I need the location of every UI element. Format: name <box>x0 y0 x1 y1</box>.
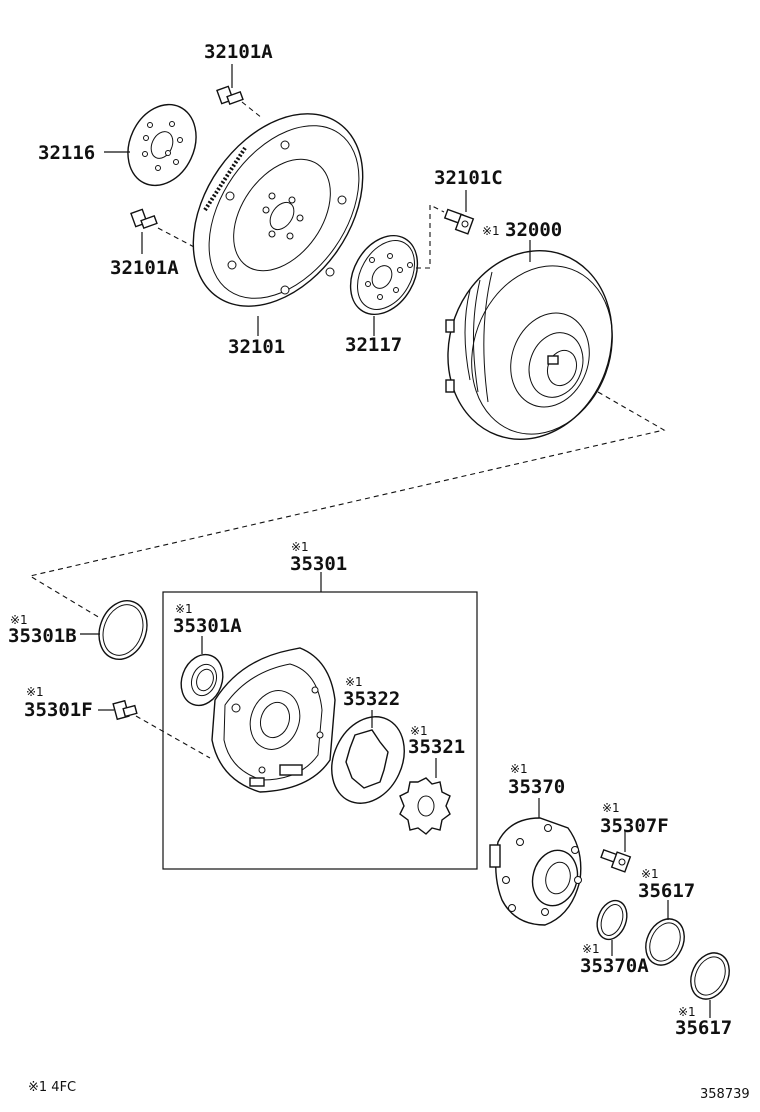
bolt-35307F[interactable] <box>600 848 632 873</box>
label-35301[interactable]: 35301 <box>290 553 347 575</box>
label-32117[interactable]: 32117 <box>345 334 402 356</box>
label-35307F[interactable]: 35307F <box>600 815 669 837</box>
plate-32117[interactable] <box>337 224 431 327</box>
label-35321[interactable]: 35321 <box>408 736 465 758</box>
label-32101[interactable]: 32101 <box>228 336 285 358</box>
drawing-number: 358739 <box>700 1087 750 1102</box>
torque-converter-32000[interactable] <box>422 227 638 462</box>
bolt-35301F[interactable] <box>112 699 211 759</box>
ring-35617-lower[interactable] <box>684 947 737 1006</box>
marker-35301A: ※1 <box>175 602 193 616</box>
marker-32000: ※1 <box>482 224 500 238</box>
label-35322[interactable]: 35322 <box>343 688 400 710</box>
label-32101A-top[interactable]: 32101A <box>204 41 273 63</box>
marker-35301F: ※1 <box>26 685 44 699</box>
plate-32116[interactable] <box>115 93 209 196</box>
seal-35301A[interactable] <box>174 649 229 712</box>
label-35301A[interactable]: 35301A <box>173 615 242 637</box>
footnote: ※1 4FC <box>28 1080 76 1095</box>
marker-35617-upper: ※1 <box>641 867 659 881</box>
bolt-32101A-left[interactable] <box>130 208 197 249</box>
marker-35370A: ※1 <box>582 942 600 956</box>
label-35617-lower[interactable]: 35617 <box>675 1017 732 1039</box>
label-35301B[interactable]: 35301B <box>8 625 77 647</box>
dash-32117-to-bolt <box>416 204 445 269</box>
label-35617-upper[interactable]: 35617 <box>638 880 695 902</box>
label-35370A[interactable]: 35370A <box>580 955 649 977</box>
marker-35370: ※1 <box>510 762 528 776</box>
label-32116[interactable]: 32116 <box>38 142 95 164</box>
stator-shaft-35370[interactable] <box>489 817 583 926</box>
marker-35307F: ※1 <box>602 801 620 815</box>
flexplate-32101[interactable] <box>158 82 398 338</box>
label-32000[interactable]: 32000 <box>505 219 562 241</box>
label-32101C[interactable]: 32101C <box>434 167 503 189</box>
marker-35321: ※1 <box>410 724 428 738</box>
ring-35370A[interactable] <box>592 896 632 943</box>
inner-gear-35321[interactable] <box>399 777 451 835</box>
marker-35301B: ※1 <box>10 613 28 627</box>
pump-body-35301[interactable] <box>211 647 336 793</box>
label-35370[interactable]: 35370 <box>508 776 565 798</box>
outer-gear-35322[interactable] <box>318 705 418 815</box>
marker-35322: ※1 <box>345 675 363 689</box>
assembly-box-35301 <box>162 591 478 870</box>
dash-main-axis <box>28 391 666 619</box>
label-32101A-left[interactable]: 32101A <box>110 257 179 279</box>
bolt-32101C[interactable] <box>443 208 475 235</box>
marker-35301: ※1 <box>291 540 309 554</box>
oring-35301B[interactable] <box>91 594 155 666</box>
ring-35617-upper[interactable] <box>639 913 692 972</box>
bolt-32101A-top[interactable] <box>216 85 263 119</box>
label-35301F[interactable]: 35301F <box>24 699 93 721</box>
marker-35617-lower: ※1 <box>678 1005 696 1019</box>
